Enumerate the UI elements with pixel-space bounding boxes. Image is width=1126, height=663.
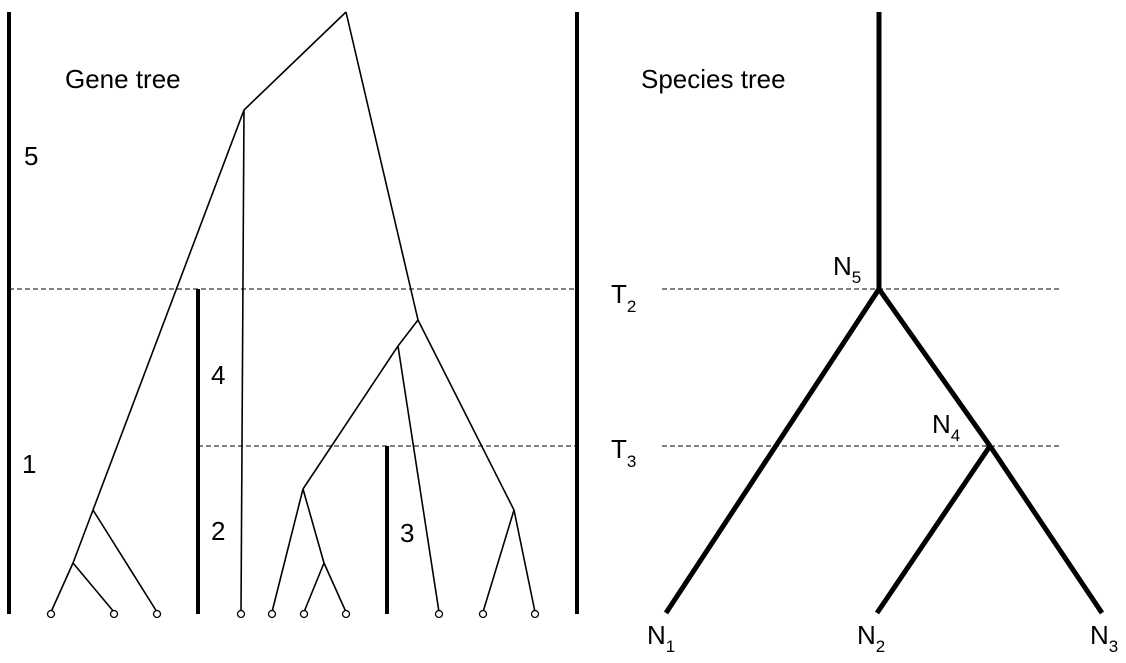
- population-label-3: 3: [400, 518, 414, 548]
- time-label-t2: T2: [611, 279, 636, 316]
- gene-tree-tips: [46, 609, 540, 619]
- node-label-n4: N4: [932, 409, 960, 445]
- species-tree-panel: Species tree T2 T3 N5 N4 N1 N2 N3: [611, 12, 1118, 656]
- gene-tree-title: Gene tree: [65, 64, 181, 94]
- population-label-5: 5: [24, 141, 38, 171]
- gene-tip: [46, 609, 56, 619]
- population-label-2: 2: [211, 516, 225, 546]
- species-branch-n4: [876, 287, 993, 448]
- gene-tree-panel: Gene tree 5 1 4 2 3: [7, 11, 579, 619]
- node-label-n1: N1: [647, 620, 675, 656]
- population-label-1: 1: [22, 449, 36, 479]
- gene-tip: [478, 609, 488, 619]
- time-label-t3: T3: [611, 434, 636, 471]
- gene-tree-branches: [50, 11, 536, 613]
- species-tree-title: Species tree: [641, 64, 786, 94]
- gene-tip: [152, 609, 162, 619]
- species-branch-n1: [663, 287, 882, 615]
- gene-tip: [236, 609, 246, 619]
- gene-tip: [109, 609, 119, 619]
- gene-tip: [299, 609, 309, 619]
- gene-tip: [530, 609, 540, 619]
- gene-tip: [434, 609, 444, 619]
- species-branch-n3: [987, 444, 1105, 615]
- species-tree-branches: [663, 12, 1105, 615]
- node-label-n5: N5: [833, 251, 861, 287]
- species-branch-n2: [874, 444, 993, 615]
- node-label-n2: N2: [857, 620, 885, 656]
- gene-tip: [267, 609, 277, 619]
- node-label-n3: N3: [1090, 620, 1118, 656]
- gene-tip: [341, 609, 351, 619]
- population-label-4: 4: [211, 360, 225, 390]
